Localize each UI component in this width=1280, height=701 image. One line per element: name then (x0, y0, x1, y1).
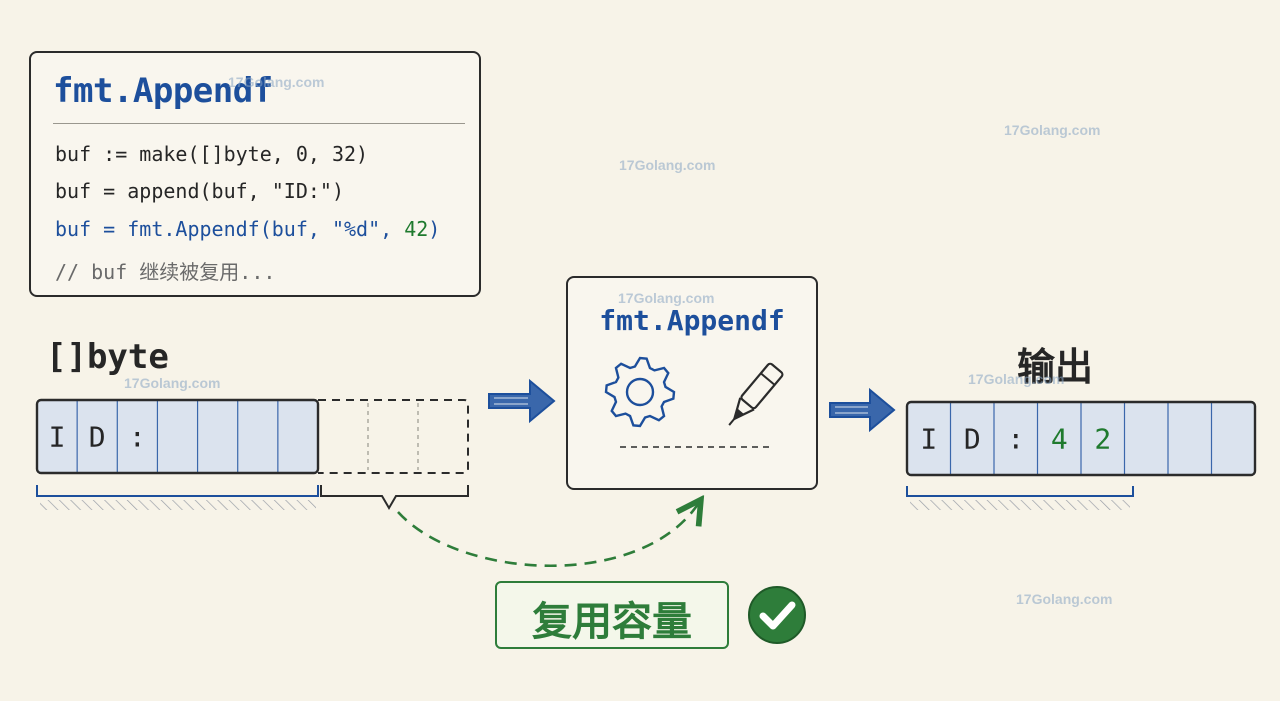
used-length-bracket (36, 485, 319, 497)
output-cell: D (964, 423, 981, 456)
input-cell: : (129, 421, 146, 454)
watermark: 17Golang.com (1016, 589, 1112, 608)
code-appendf-call: buf = fmt.Appendf(buf, "%d", (55, 217, 405, 241)
input-buffer-fill (37, 400, 318, 473)
input-buffer-label: []byte (46, 337, 169, 377)
watermark-text: 17Golang.com (124, 375, 221, 391)
watermark: 17Golang.com (1004, 120, 1100, 139)
gear-icon (604, 356, 676, 428)
spare-capacity-bracket (320, 485, 469, 510)
watermark: 17Golang.com (619, 155, 715, 174)
watermark-text: 17Golang.com (618, 290, 715, 306)
watermark: 17Golang.com (968, 369, 1064, 388)
watermark-text: 17Golang.com (228, 74, 325, 90)
output-cell: I (920, 423, 937, 456)
output-length-hatch (910, 500, 1130, 510)
output-length-bracket (906, 486, 1134, 497)
watermark: 17Golang.com (618, 288, 714, 307)
output-cell: 2 (1094, 423, 1111, 456)
watermark-text: 17Golang.com (1004, 122, 1101, 138)
reuse-capacity-label: 复用容量 (532, 599, 692, 645)
output-buffer-label: 输出 (1017, 345, 1094, 389)
watermark: 17Golang.com (124, 373, 220, 392)
input-cell: D (89, 421, 106, 454)
watermark-text: 17Golang.com (968, 371, 1065, 387)
code-line-appendf: buf = fmt.Appendf(buf, "%d", 42) (55, 217, 440, 241)
code-panel-title: fmt.Appendf (53, 71, 273, 111)
watermark: 17Golang.com (228, 72, 324, 91)
process-title: fmt.Appendf (599, 304, 785, 337)
input-buffer-border (35, 398, 320, 475)
watermark-text: 17Golang.com (619, 157, 716, 173)
input-cell: I (49, 421, 66, 454)
output-cell: 4 (1051, 423, 1068, 456)
spare-capacity-border (318, 399, 469, 474)
pen-icon (728, 362, 784, 426)
output-buffer-border (905, 400, 1257, 477)
arrow-to-process (488, 378, 556, 424)
code-appendf-number: 42 (404, 217, 429, 241)
check-circle-icon (748, 586, 806, 644)
reuse-capacity-badge: 复用容量 (495, 581, 729, 649)
arrow-to-output (829, 387, 896, 433)
code-panel-divider (53, 123, 465, 124)
code-appendf-close: ) (428, 217, 441, 241)
code-line-make: buf := make([]byte, 0, 32) (55, 142, 369, 166)
input-spare-capacity (318, 399, 469, 474)
watermark-text: 17Golang.com (1016, 591, 1113, 607)
reuse-arrow (397, 504, 698, 568)
used-length-hatch (40, 500, 316, 510)
output-cell: : (1007, 423, 1024, 456)
code-line-comment: // buf 继续被复用... (55, 260, 276, 284)
code-panel: fmt.Appendf buf := make([]byte, 0, 32) b… (29, 51, 481, 297)
code-line-append: buf = append(buf, "ID:") (55, 179, 344, 203)
